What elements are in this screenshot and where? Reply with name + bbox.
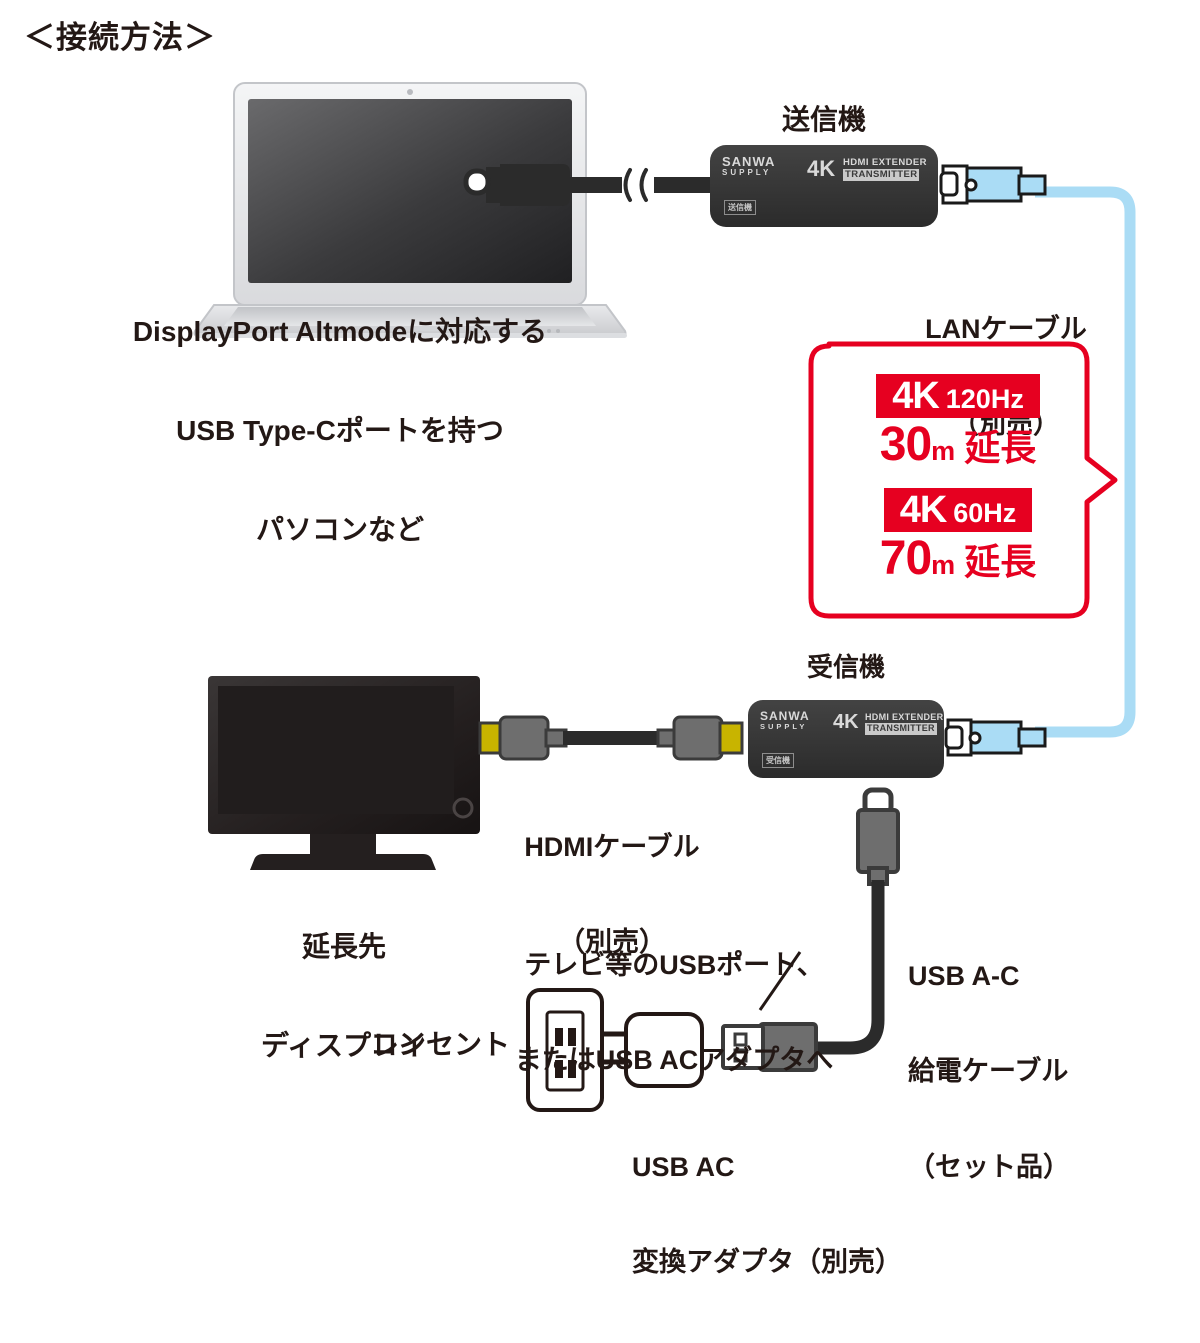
wall-outlet [526, 988, 604, 1112]
receiver-brand-name: SANWA [760, 709, 810, 723]
callout-distance-unit-1: m [931, 550, 956, 580]
transmitter-device [710, 145, 1047, 227]
hdmi-cable [478, 715, 744, 761]
usb-a-c-power-cable [721, 787, 900, 1072]
callout-distance-1: 70 m 延長 [879, 532, 1037, 585]
receiver-device [748, 700, 1047, 778]
transmitter-brand: SANWA SUPPLY [722, 155, 775, 177]
callout-badge-rate-1: 60Hz [953, 498, 1017, 528]
usb-c-cable-to-transmitter [463, 164, 714, 206]
ac-adapter-caption-line2: 変換アダプタ（別売） [632, 1247, 902, 1278]
display-illustration [208, 676, 480, 870]
callout-badge-res-0: 4K [892, 374, 940, 417]
receiver-heading: 受信機 [806, 652, 885, 682]
display-caption: 延長先 ディスプレイ [198, 864, 490, 1128]
callout-distance-0: 30 m 延長 [879, 417, 1037, 471]
usb-port-note-line2: またはUSB ACアダプタへ [514, 1045, 834, 1076]
laptop-caption-line1: DisplayPort Altmodeに対応する [132, 316, 548, 348]
callout-content: 4K 120Hz 30 m 延長 4K 60Hz 70 m 延長 [829, 344, 1087, 614]
callout-row-1: 4K 60Hz 70 m 延長 [880, 488, 1036, 584]
callout-distance-value-0: 30 [879, 417, 932, 471]
receiver-badge: 受信機 [762, 753, 794, 768]
callout-badge-1: 4K 60Hz [883, 488, 1033, 532]
callout-badge-rate-0: 120Hz [945, 383, 1024, 414]
laptop-caption-line3: パソコンなど [255, 514, 424, 546]
transmitter-product-line1: HDMI EXTENDER [843, 157, 927, 168]
receiver-brand-sub: SUPPLY [760, 721, 808, 731]
rj45-plug-receiver [944, 718, 1047, 757]
usb-power-cable-caption-line2: 給電ケーブル [908, 1056, 1069, 1087]
transmitter-resolution: 4K [807, 156, 836, 181]
callout-row-0: 4K 120Hz 30 m 延長 [876, 373, 1040, 471]
lan-cable-path [1035, 186, 1136, 738]
display-caption-line2: ディスプレイ [260, 1030, 428, 1062]
transmitter-product: HDMI EXTENDER TRANSMITTER [843, 157, 927, 181]
display-caption-line1: 延長先 [301, 931, 386, 963]
diagram-artwork [193, 82, 1136, 1112]
page-title: ＜接続方法＞ [24, 20, 216, 55]
usb-power-cable-caption-line3: （セット品） [908, 1151, 1070, 1182]
usb-ac-adapter [602, 1012, 704, 1088]
receiver-product-line1: HDMI EXTENDER [865, 712, 944, 722]
receiver-product: HDMI EXTENDER TRANSMITTER [865, 712, 943, 735]
hdmi-cable-caption-line2: （別売） [558, 927, 666, 958]
usb-power-cable-caption-line1: USB A-C [908, 960, 1020, 991]
callout-distance-unit-0: m [931, 435, 956, 466]
lan-cable-caption-line1: LANケーブル [925, 313, 1087, 344]
transmitter-product-line2: TRANSMITTER [843, 168, 920, 181]
receiver-brand: SANWA SUPPLY [760, 710, 810, 730]
receiver-product-line2: TRANSMITTER [865, 723, 937, 735]
hdmi-cable-caption-line1: HDMIケーブル [524, 831, 700, 862]
laptop-caption-line2: USB Type-Cポートを持つ [176, 415, 504, 447]
callout-badge-res-1: 4K [899, 489, 948, 531]
usb-port-note-line1: テレビ等のUSBポート、 [524, 949, 824, 980]
ac-adapter-caption: USB AC 変換アダプタ（別売） [632, 1088, 952, 1343]
usb-power-cable-caption: USB A-C 給電ケーブル （セット品） [908, 897, 1158, 1247]
transmitter-heading: 送信機 [781, 104, 866, 135]
outlet-caption: コンセント [370, 1029, 511, 1060]
transmitter-brand-sub: SUPPLY [722, 167, 772, 177]
callout-distance-suffix-0: 延長 [964, 426, 1037, 468]
hdmi-cable-caption: HDMIケーブル （別売） [488, 768, 736, 1023]
receiver-resolution: 4K [833, 711, 859, 733]
ac-adapter-caption-line1: USB AC [632, 1151, 735, 1182]
transmitter-brand-name: SANWA [722, 154, 776, 169]
callout-badge-0: 4K 120Hz [876, 373, 1040, 418]
connection-diagram: ＜接続方法＞ [24, 20, 1136, 1277]
laptop-caption: DisplayPort Altmodeに対応する USB Type-Cポートを持… [50, 249, 630, 612]
callout-distance-value-1: 70 [879, 532, 932, 585]
transmitter-badge: 送信機 [724, 200, 756, 215]
laptop-illustration [193, 82, 627, 338]
rj45-plug-transmitter [939, 164, 1047, 205]
usb-port-note: テレビ等のUSBポート、 またはUSB ACアダプタへ [468, 886, 880, 1141]
callout-distance-suffix-1: 延長 [964, 541, 1037, 582]
